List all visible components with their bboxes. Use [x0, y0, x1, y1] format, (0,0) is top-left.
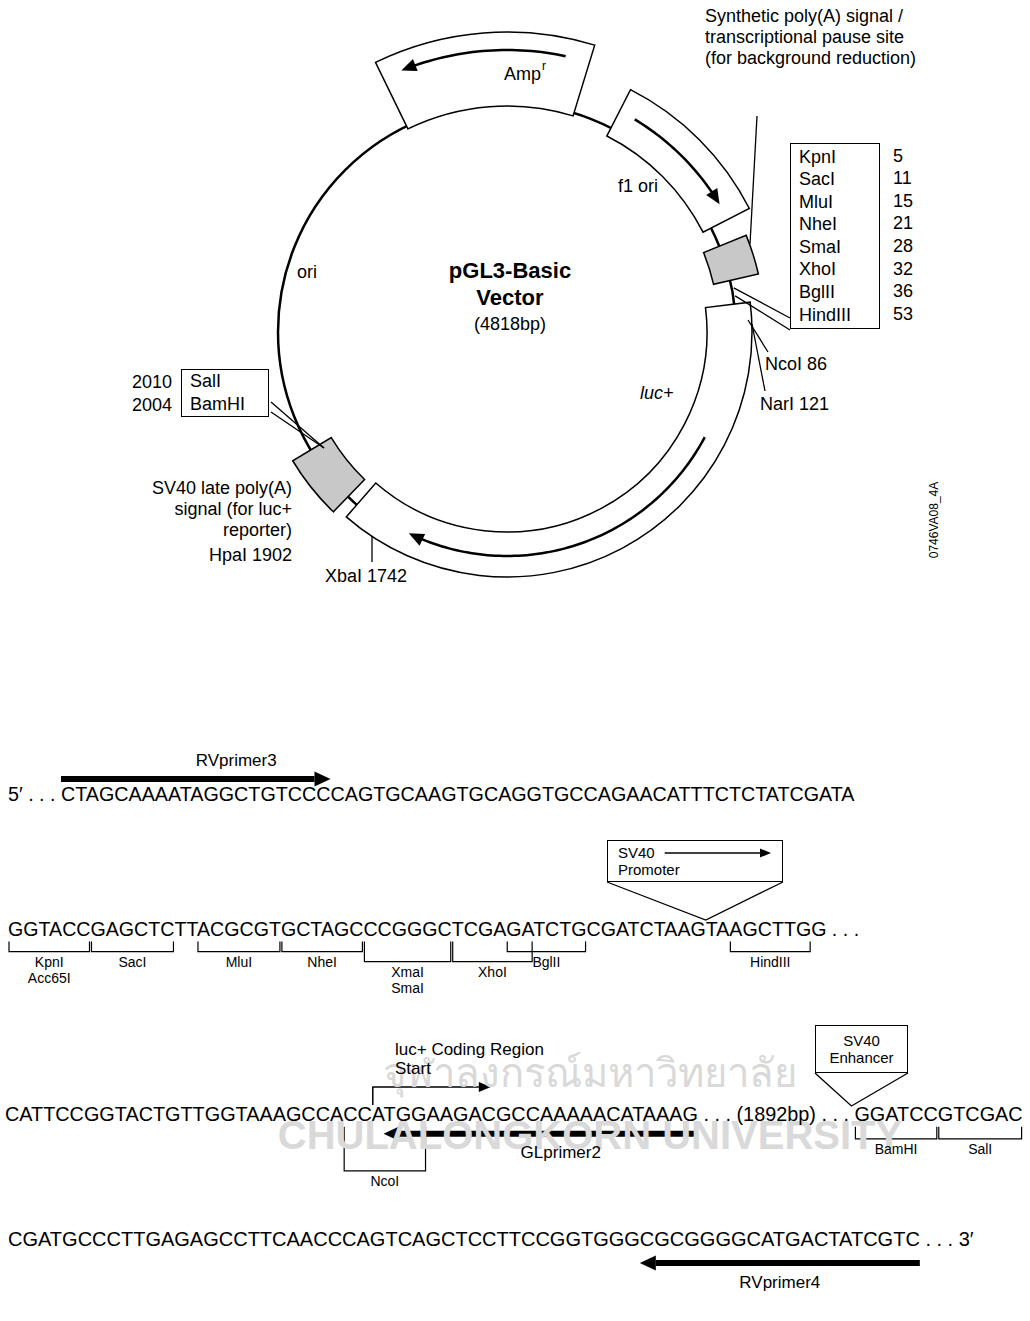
- pause-site-leader: [750, 116, 757, 244]
- node-text: NheI: [799, 213, 871, 236]
- site-position: 5: [893, 145, 903, 168]
- enhancer-callout: SV40 Enhancer: [815, 1025, 908, 1073]
- site-position: 2010: [132, 371, 172, 394]
- region-label: luc+ Coding Region Start: [395, 1040, 565, 1078]
- primer-arrow-head: [640, 1256, 656, 1271]
- sequence-line: GGTACCGAGCTCTTACGCGTGCTAGCCCGGGCTCGAGATC…: [8, 918, 859, 941]
- primer-name: RVprimer3: [196, 751, 277, 771]
- node-text: SV40 Enhancer: [820, 1032, 903, 1066]
- figure-code: 0746VA08_4A: [928, 482, 942, 559]
- node-text: SalI: [190, 370, 260, 393]
- sequence-line: CGATGCCCTTGAGAGCCTTCAACCCAGTCAGCTCCTTCCG…: [8, 1228, 974, 1251]
- ncoi-leader: [748, 320, 768, 352]
- site-bracket: [507, 942, 585, 952]
- callout-tail: [815, 1073, 908, 1106]
- site-name: Acc65I: [28, 970, 71, 986]
- site-name: SmaI: [391, 980, 424, 996]
- node-text: BglII: [799, 281, 871, 304]
- primer-name: GLprimer2: [521, 1143, 601, 1163]
- site-name: XmaI: [391, 964, 424, 980]
- sequence-line: 5′ . . . CTAGCAAAATAGGCTGTCCCCAGTGCAAGTG…: [8, 783, 855, 806]
- node-text: MluI: [799, 191, 871, 214]
- primer-arrow: [61, 776, 315, 782]
- site-name: MluI: [226, 954, 252, 970]
- restriction-site-box: KpnISacIMluINheISmaIXhoIBglIIHindIII: [790, 143, 880, 329]
- site-position: XbaI 1742: [325, 566, 407, 587]
- node-text: HindIII: [799, 304, 871, 327]
- node-text: BamHI: [190, 393, 260, 416]
- ampr-gene-band-arrow-head: [401, 59, 417, 71]
- sali-bamhi-leader: [271, 402, 324, 448]
- site-position: 2004: [132, 394, 172, 417]
- plasmid-size: (4818bp): [474, 314, 546, 335]
- feature-note: Synthetic poly(A) signal / transcription…: [705, 6, 930, 69]
- sequence-line: CATTCCGGTACTGTTGGTAAAGCCACCATGGAAGACGCCA…: [5, 1103, 1023, 1126]
- luc-gene-band: [346, 302, 752, 577]
- site-bracket: [939, 1127, 1022, 1139]
- site-position: 11: [893, 167, 912, 190]
- site-position: 21: [893, 212, 913, 235]
- node-text: SV40 Promoter: [618, 844, 698, 878]
- site-bracket: [91, 942, 173, 952]
- nari-leader: [752, 324, 765, 391]
- site-name: BamHI: [875, 1141, 918, 1157]
- site-position: 36: [893, 280, 913, 303]
- primer-arrow: [656, 1260, 920, 1266]
- mcs-leader: [734, 288, 790, 318]
- site-name: HindIII: [750, 954, 790, 970]
- site-position: 32: [893, 258, 913, 281]
- site-bracket: [730, 942, 810, 952]
- site-name: KpnI: [35, 954, 64, 970]
- plasmid-title: Vector: [476, 285, 543, 310]
- node-text: SacI: [799, 168, 871, 191]
- site-bracket: [282, 942, 363, 952]
- luc-gene-band-arrow-head: [409, 533, 425, 545]
- promoter-callout: SV40 Promoter: [607, 840, 783, 882]
- site-name: SalI: [968, 1141, 992, 1157]
- sv40-poly-a-box: [293, 438, 365, 512]
- restriction-site-box: SalIBamHI: [181, 369, 269, 417]
- site-name: XhoI: [478, 964, 507, 980]
- luc-gene-band-arrow: [412, 437, 704, 556]
- site-name: NheI: [307, 954, 337, 970]
- feature-name: ori: [297, 262, 317, 283]
- site-name: BglII: [532, 954, 560, 970]
- xbai-leader: [371, 536, 372, 562]
- site-position: NarI 121: [760, 394, 829, 415]
- promoter-direction-arrow: [665, 852, 760, 854]
- site-position: 15: [893, 190, 913, 213]
- site-position: HpaI 1902: [209, 545, 292, 566]
- site-bracket: [9, 942, 90, 952]
- plasmid-title: pGL3-Basic: [449, 258, 571, 283]
- mcs-leader: [735, 296, 790, 330]
- feature-note: SV40 late poly(A) signal (for luc+ repor…: [120, 478, 292, 541]
- f1-ori-band-arrow-head: [706, 188, 719, 204]
- node-text: SmaI: [799, 236, 871, 259]
- site-name: NcoI: [370, 1173, 399, 1189]
- plasmid-features: [293, 32, 759, 577]
- promoter-direction-arrow-head: [760, 849, 771, 858]
- node-text: XhoI: [799, 258, 871, 281]
- node-text: KpnI: [799, 146, 871, 169]
- site-position: NcoI 86: [765, 354, 827, 375]
- superscript: r: [542, 60, 546, 74]
- gene-name: Amp: [504, 64, 541, 85]
- sali-bamhi-leader: [271, 412, 324, 448]
- f1-ori-band: [607, 90, 749, 232]
- gene-name: luc+: [640, 383, 674, 404]
- site-bracket: [198, 942, 280, 952]
- primer-name: RVprimer4: [739, 1273, 820, 1293]
- callout-tail: [607, 882, 783, 920]
- feature-name: f1 ori: [618, 176, 658, 197]
- site-position: 28: [893, 235, 913, 258]
- ampr-gene-band: [375, 32, 594, 129]
- ampr-gene-band-arrow: [406, 50, 566, 69]
- site-position: 53: [893, 303, 913, 326]
- site-name: SacI: [118, 954, 146, 970]
- site-bracket: [364, 942, 450, 962]
